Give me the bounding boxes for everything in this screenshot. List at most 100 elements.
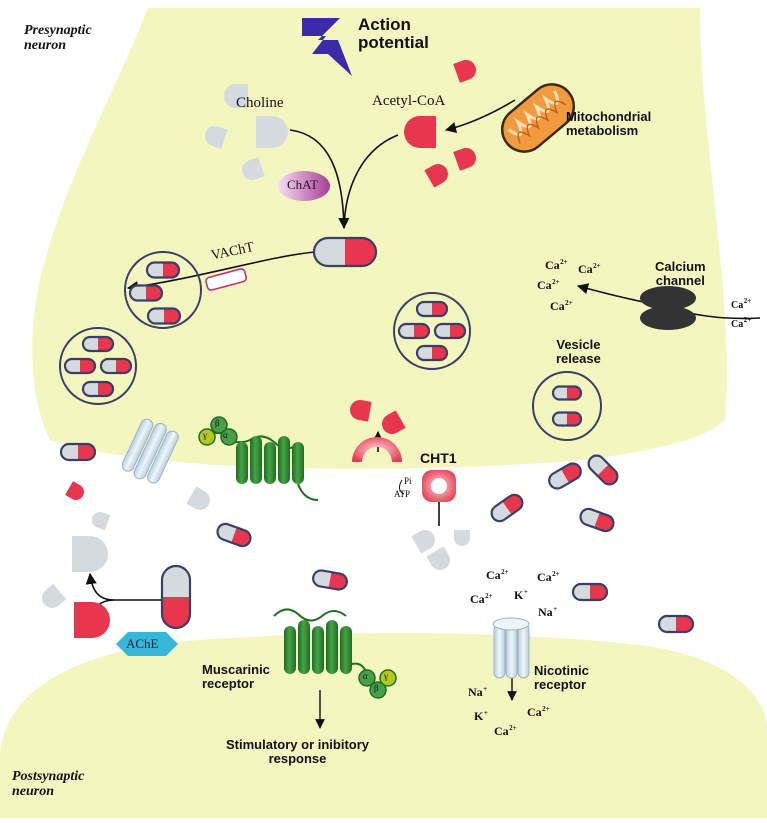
sodium-ion: Na+ [468, 685, 488, 699]
potassium-ion: K+ [474, 709, 488, 723]
response-label: Stimulatory or inibitory response [226, 737, 370, 766]
vacht-transport-arrow [126, 251, 316, 293]
acetylcholine-molecule [59, 442, 97, 462]
choline-molecule [426, 546, 450, 570]
choline-molecule [92, 512, 111, 531]
calcium-ion: Ca2+ [537, 278, 560, 292]
molecule-layer [42, 60, 695, 638]
acetylcholine-molecule [160, 564, 192, 630]
choline-molecule [224, 84, 248, 108]
acetylcholine-molecule [579, 507, 615, 533]
calcium-ion: Ca2+ [545, 258, 568, 272]
beta-subunit-label: β [374, 683, 379, 693]
acetyl-coa-molecule [453, 60, 476, 83]
acetyl-coa-molecule [350, 400, 372, 422]
vesicle-release-label: Vesicle release [556, 337, 601, 366]
ache-label: AChE [126, 636, 159, 651]
hydrolysis-arrow [85, 572, 162, 601]
acetyl-coa-molecule [404, 116, 436, 148]
presynaptic-neuron [32, 8, 727, 469]
choline-synthesis-arrow [289, 129, 350, 230]
calcium-ion: Ca2+ [470, 592, 493, 606]
calcium-channel-icon [640, 286, 696, 330]
acetyl-coa-molecule [382, 410, 406, 434]
vesicle [532, 371, 602, 441]
calcium-ion: Ca2+ [550, 299, 573, 313]
acetylcholine-molecule [63, 357, 97, 375]
alpha-subunit-label: α [223, 430, 228, 440]
calcium-ion: Ca2+ [731, 297, 752, 311]
acetylcholine-molecule [415, 300, 449, 318]
choline-molecule [42, 583, 67, 608]
ache-enzyme [116, 632, 178, 656]
choline-molecule [454, 530, 470, 546]
choline-molecule [242, 157, 265, 180]
presynaptic-nicotinic-receptor-icon [121, 418, 179, 484]
calcium-ion: Ca2+ [731, 316, 752, 330]
vacht-transporter [205, 268, 248, 291]
mitochondrial-metabolism-label: Mitochondrial metabolism [566, 109, 652, 138]
nicotinic-receptor-label: Nicotinic receptor [534, 663, 589, 692]
acetyl-coa-molecule [453, 148, 476, 171]
acetylcholine-molecule [587, 454, 619, 486]
acetylcholine-molecule [433, 322, 467, 340]
choline-molecule [411, 530, 435, 554]
choline-molecule [186, 486, 210, 510]
calcium-ion: Ca2+ [486, 568, 509, 582]
chat-label: ChAT [287, 177, 319, 192]
acetylcholine-molecule [146, 307, 182, 325]
acetylcholine-molecule [99, 357, 133, 375]
action-potential-label: Action potential [358, 15, 429, 52]
atp-label: ATP [394, 489, 411, 499]
calcium-ion: Ca2+ [494, 724, 517, 738]
mito-to-acetylcoa-arrow [444, 99, 516, 133]
muscarinic-receptor-label: Muscarinic receptor [202, 662, 270, 691]
potassium-ion: K+ [514, 588, 528, 602]
acetylcholine-molecule [551, 411, 583, 427]
acetylcholine-molecule [216, 522, 252, 548]
acetylcholine-molecule [490, 493, 524, 523]
acetylcholine-molecule [551, 385, 583, 401]
acetylcholine-molecule [548, 462, 582, 490]
acetylcholine-molecule [397, 322, 431, 340]
acetylcholine-molecule [571, 582, 609, 602]
vesicle [124, 251, 202, 329]
pi-label: Pi [404, 476, 412, 486]
choline-molecule [256, 116, 288, 148]
cht1-transporter-icon [352, 437, 456, 526]
choline-molecule [72, 536, 108, 572]
gamma-subunit-label: γ [384, 671, 388, 681]
acetyl-coa-molecule [74, 602, 110, 638]
vesicle [59, 327, 137, 405]
beta-subunit-label: β [215, 418, 220, 428]
acetyl-coa-label: Acetyl-CoA [372, 93, 446, 109]
acetyl-coa-molecule [65, 481, 84, 500]
calcium-channel-label: Calcium channel [655, 259, 706, 288]
alpha-subunit-label: α [363, 671, 368, 681]
action-potential-bolt-icon [302, 18, 352, 76]
sodium-ion: Na+ [538, 605, 558, 619]
choline-label: Choline [236, 95, 284, 111]
postsynaptic-nicotinic-receptor-icon [492, 617, 530, 679]
vesicle [393, 292, 471, 370]
acetylcholine-molecule [81, 335, 115, 353]
acetylcholine-molecule [128, 284, 164, 302]
calcium-ion: Ca2+ [537, 570, 560, 584]
acetylcholine-molecule [81, 380, 115, 398]
gamma-subunit-label: γ [203, 430, 207, 440]
acetylcoa-synthesis-arrow [343, 134, 399, 229]
mitochondrion-icon [500, 83, 576, 153]
calcium-ion: Ca2+ [578, 262, 601, 276]
acetylcholine-molecule [145, 261, 181, 279]
calcium-ion: Ca2+ [527, 705, 550, 719]
postsynaptic-neuron-label: Postsynaptic neuron [12, 769, 85, 799]
cht1-label: CHT1 [420, 450, 457, 466]
presynaptic-muscarinic-receptor-icon [198, 416, 319, 501]
acetylcholine-molecule [312, 236, 378, 268]
postsynaptic-muscarinic-receptor-icon [273, 608, 397, 699]
acetyl-coa-molecule [424, 164, 448, 188]
presynaptic-neuron-label: Presynaptic neuron [24, 23, 92, 53]
choline-molecule [205, 126, 228, 149]
